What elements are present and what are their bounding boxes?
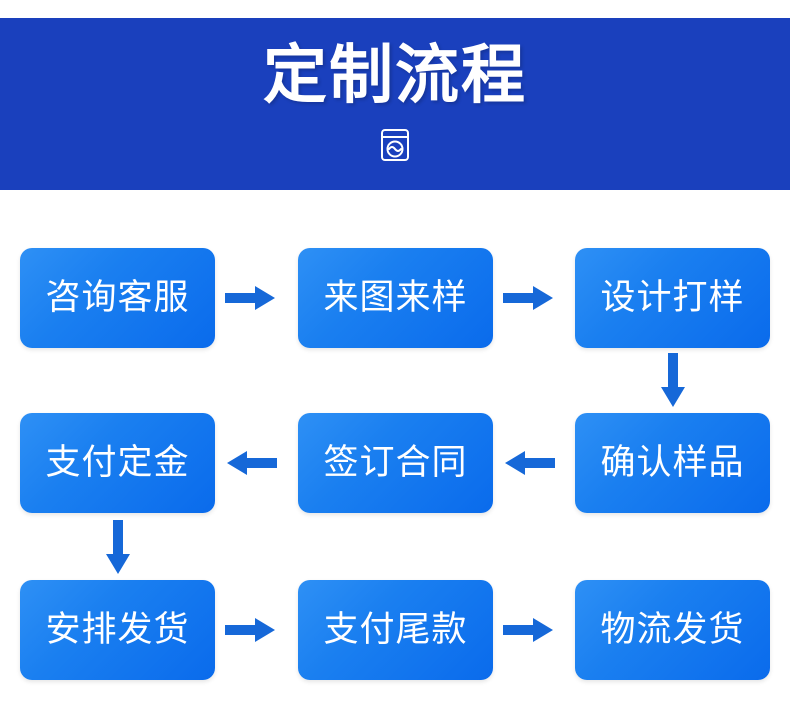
step-box-confirm-sample[interactable]: 确认样品 xyxy=(575,413,770,513)
step-box-consult-service[interactable]: 咨询客服 xyxy=(20,248,215,348)
page-title: 定制流程 xyxy=(263,39,527,113)
step-box-design-proofing[interactable]: 设计打样 xyxy=(575,248,770,348)
step-box-arrange-shipment[interactable]: 安排发货 xyxy=(20,580,215,680)
step-label: 支付尾款 xyxy=(323,609,468,650)
arrow-down-icon xyxy=(661,353,685,407)
flow-row-2: 支付定金 签订合同 确认样品 xyxy=(0,413,790,513)
step-label: 物流发货 xyxy=(600,609,745,650)
arrow-right-icon xyxy=(503,286,553,310)
arrow-left-icon xyxy=(227,451,277,475)
arrow-left-icon xyxy=(505,451,555,475)
process-flow-diagram: 咨询客服 来图来样 设计打样 支付定金 签订合同 xyxy=(0,190,790,720)
step-label: 签订合同 xyxy=(323,442,468,483)
step-label: 确认样品 xyxy=(600,442,745,483)
arrow-right-icon xyxy=(225,286,275,310)
flow-row-1: 咨询客服 来图来样 设计打样 xyxy=(0,248,790,348)
header-banner: 定制流程 xyxy=(0,18,790,190)
step-box-pay-balance[interactable]: 支付尾款 xyxy=(298,580,493,680)
step-label: 设计打样 xyxy=(600,277,745,318)
step-label: 咨询客服 xyxy=(45,277,190,318)
step-box-sign-contract[interactable]: 签订合同 xyxy=(298,413,493,513)
step-label: 支付定金 xyxy=(45,442,190,483)
step-box-send-design-sample[interactable]: 来图来样 xyxy=(298,248,493,348)
step-label: 安排发货 xyxy=(45,609,190,650)
arrow-right-icon xyxy=(503,618,553,642)
step-box-pay-deposit[interactable]: 支付定金 xyxy=(20,413,215,513)
step-label: 来图来样 xyxy=(323,277,468,318)
step-box-logistics-delivery[interactable]: 物流发货 xyxy=(575,580,770,680)
arrow-right-icon xyxy=(225,618,275,642)
flow-row-3: 安排发货 支付尾款 物流发货 xyxy=(0,580,790,680)
arrow-down-icon xyxy=(106,520,130,574)
washing-machine-icon xyxy=(381,129,409,161)
